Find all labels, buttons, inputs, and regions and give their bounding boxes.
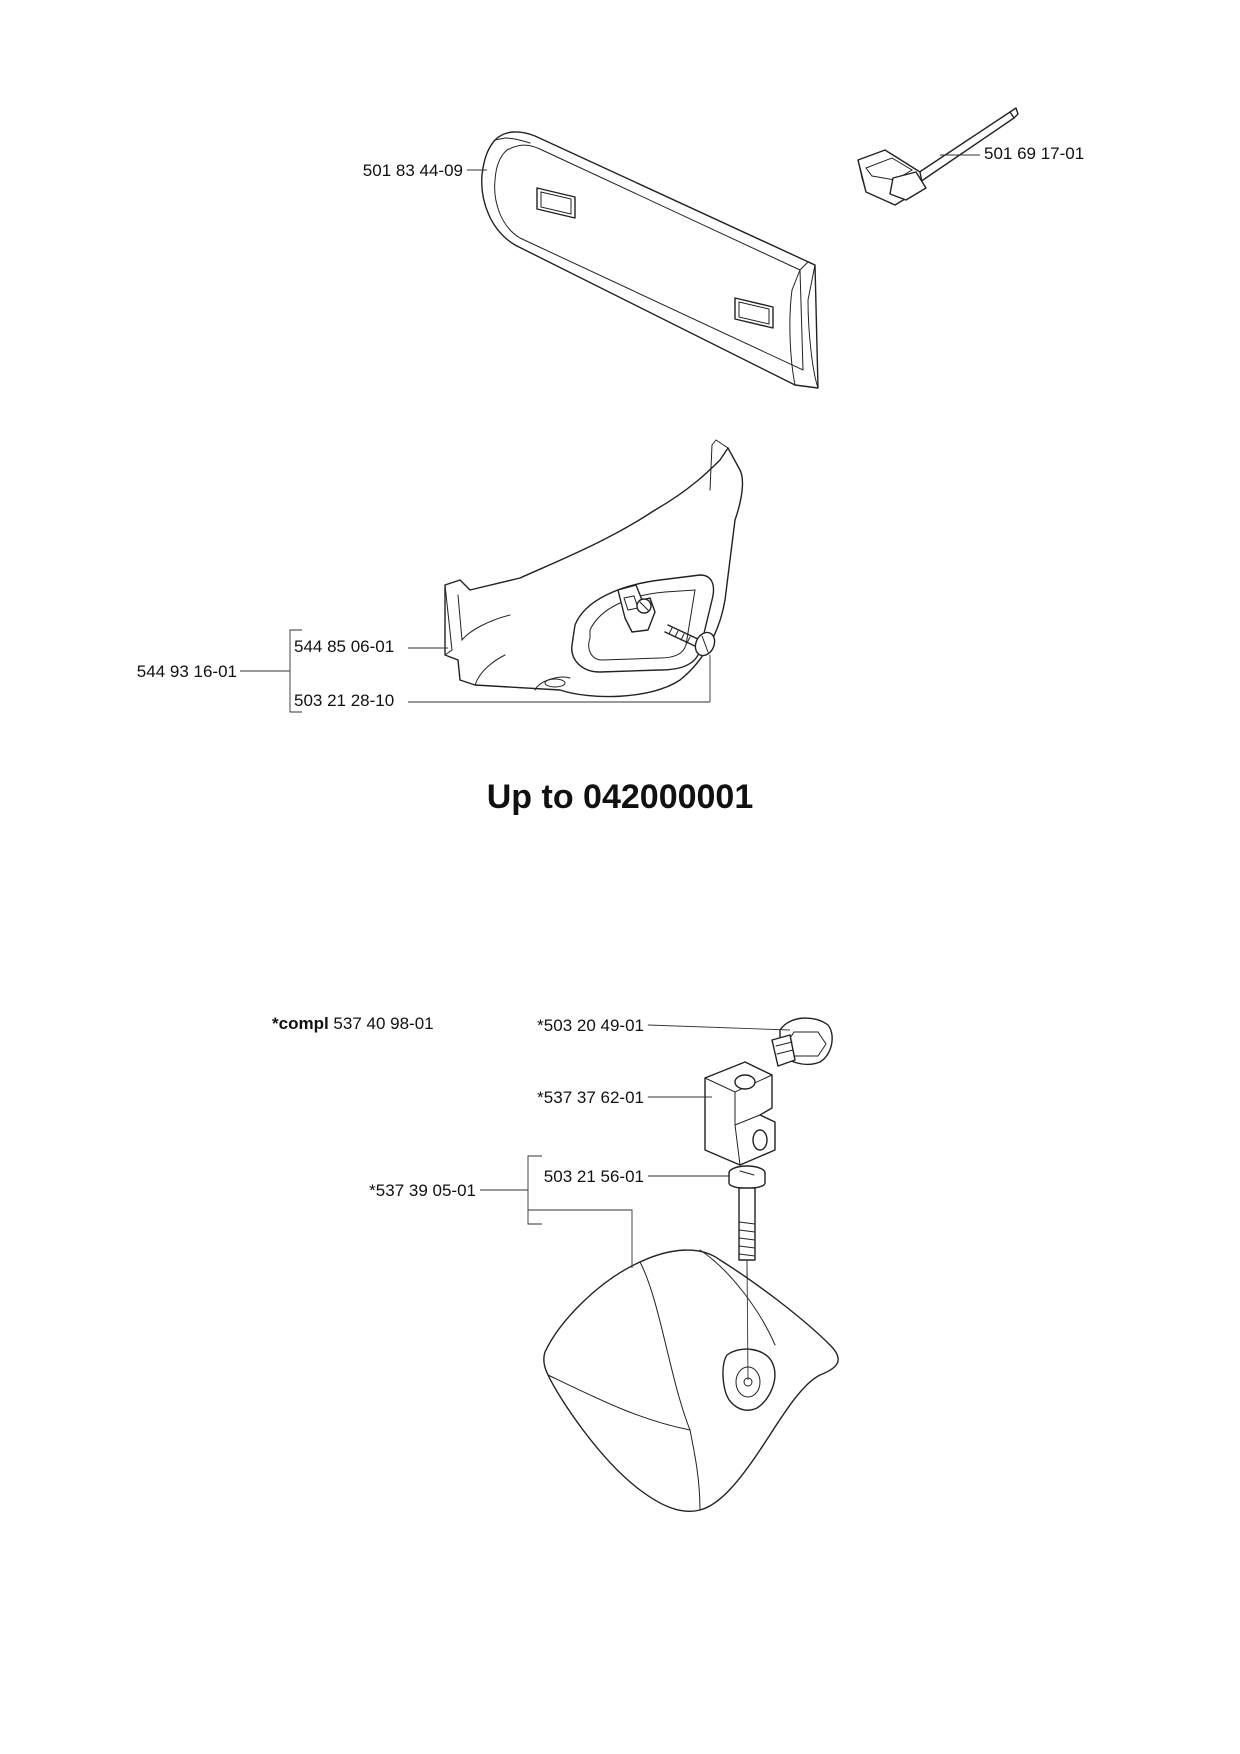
- bolt-icon: [728, 1165, 766, 1381]
- chain-guard-part-number: 544 85 06-01: [294, 637, 394, 656]
- clamp-block-part-number: *537 37 62-01: [537, 1088, 644, 1107]
- block-icon: [704, 1061, 776, 1166]
- bar-cover-icon: [481, 131, 819, 389]
- chain-guard-icon: [444, 439, 744, 698]
- screw-icon: [771, 1017, 833, 1067]
- kit-lower-part-number: *537 39 05-01: [369, 1181, 476, 1200]
- section-title: Up to 042000001: [487, 778, 754, 816]
- bar-cover-part-number: 501 83 44-09: [363, 161, 463, 180]
- guard-screw-part-number: 503 21 28-10: [294, 691, 394, 710]
- bolt-part-number: 503 21 56-01: [544, 1167, 644, 1186]
- compl-kit-label: *compl 537 40 98-01: [272, 1014, 434, 1033]
- bumper-icon: [543, 1249, 839, 1512]
- kit-lower-bracket: [527, 1155, 542, 1225]
- bumper-leader: [528, 1209, 633, 1268]
- compl-number: 537 40 98-01: [333, 1014, 433, 1033]
- screw-top-leader: [647, 1024, 791, 1031]
- bolt-axis-leader: [746, 1259, 749, 1381]
- wrench-part-number: 501 69 17-01: [984, 144, 1084, 163]
- kit-upper-part-number: 544 93 16-01: [137, 662, 237, 681]
- screw-icon: [664, 624, 716, 657]
- compl-prefix: *compl: [272, 1014, 329, 1033]
- screw-top-part-number: *503 20 49-01: [537, 1016, 644, 1035]
- wrench-icon: [857, 107, 1019, 206]
